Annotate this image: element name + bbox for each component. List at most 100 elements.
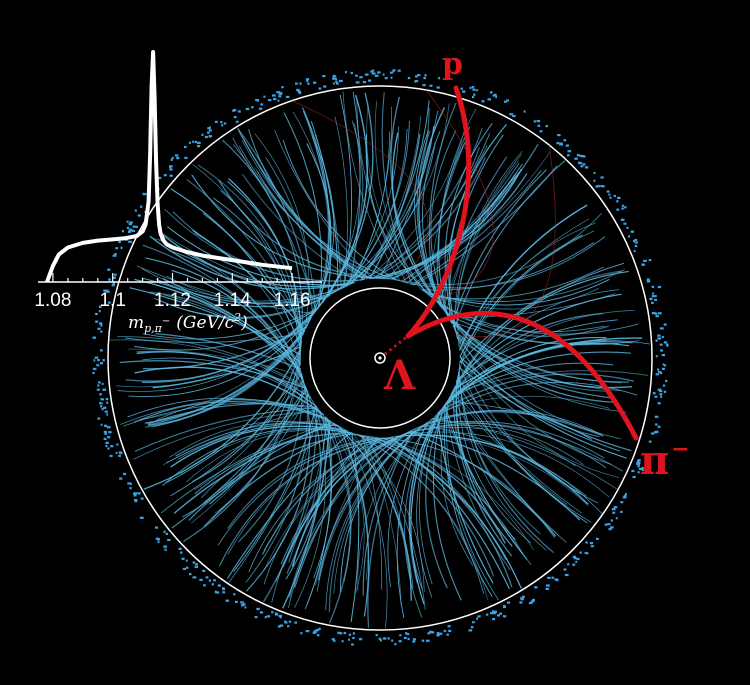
charged-track [408, 414, 437, 584]
detector-hit [184, 145, 187, 149]
detector-hit [631, 469, 635, 473]
detector-hit [128, 223, 132, 226]
detector-hit [378, 637, 382, 640]
detector-hit [637, 459, 641, 462]
detector-hit [661, 335, 664, 339]
detector-hit [657, 402, 661, 405]
detector-hit [539, 130, 543, 133]
charged-track [452, 390, 513, 557]
detector-hit [106, 401, 109, 404]
charged-track [459, 234, 583, 357]
detector-hit [621, 207, 624, 210]
detector-hit [221, 124, 224, 127]
detector-hit [546, 584, 550, 587]
charged-track [382, 173, 528, 279]
detector-hit [127, 482, 131, 485]
charged-track [336, 424, 412, 601]
detector-hit [554, 578, 558, 581]
detector-hit [578, 162, 583, 165]
detector-hit [589, 542, 594, 545]
detector-hit [502, 605, 506, 609]
charged-track [315, 405, 365, 593]
detector-hit [536, 120, 541, 123]
detector-hit [632, 239, 635, 243]
detector-hit [108, 431, 112, 434]
detector-hit [157, 176, 162, 180]
detector-hit [214, 120, 218, 123]
detector-hit [235, 600, 238, 603]
detector-hit [421, 639, 425, 642]
detector-hit [374, 74, 379, 77]
charged-track [456, 319, 618, 382]
detector-hit [112, 276, 116, 279]
detector-hit [307, 82, 310, 85]
detector-hit [103, 289, 106, 292]
detector-hit [119, 477, 123, 480]
charged-track [134, 366, 325, 416]
detector-hit [646, 280, 651, 283]
detector-hit [645, 454, 649, 457]
charged-track [136, 351, 317, 408]
detector-hit [590, 545, 594, 548]
detector-hit [279, 624, 284, 627]
detector-hit [133, 494, 137, 497]
charged-track [451, 321, 630, 383]
detector-hit [493, 612, 497, 615]
detector-hit [652, 392, 656, 395]
detector-hit [438, 77, 441, 80]
detector-hit [134, 209, 137, 212]
detector-hit [278, 95, 282, 98]
x-tick-label: 1.1 [99, 290, 125, 311]
detector-hit [359, 76, 363, 79]
detector-hit [384, 77, 388, 80]
detector-hit [427, 632, 431, 635]
charged-track [428, 420, 624, 472]
charged-track [449, 270, 622, 397]
charged-track [458, 361, 532, 544]
charged-track [452, 325, 600, 438]
detector-hit [106, 413, 109, 416]
detector-hit [613, 506, 618, 509]
detector-hit [423, 77, 426, 80]
charged-track [228, 411, 322, 583]
detector-hit [377, 71, 381, 74]
charged-track [245, 390, 308, 583]
detector-hit [646, 278, 650, 281]
detector-hit [112, 282, 115, 285]
detector-hit [659, 327, 664, 330]
detector-hit [412, 638, 416, 641]
detector-hit [100, 349, 103, 352]
detector-hit [633, 249, 636, 253]
charged-track [141, 315, 313, 384]
charged-track [366, 123, 467, 280]
charged-track [258, 165, 380, 279]
charged-track [428, 102, 457, 301]
detector-hit [585, 541, 588, 544]
detector-hit [222, 587, 225, 590]
detector-hit [492, 610, 496, 613]
charged-track [455, 331, 626, 413]
charged-track [445, 311, 605, 333]
detector-hit [367, 79, 371, 82]
detector-hit [194, 565, 198, 569]
detector-hit [222, 591, 226, 594]
detector-hit [121, 230, 124, 233]
charged-track [140, 332, 305, 420]
charged-track [302, 107, 330, 308]
charged-track [459, 365, 592, 523]
detector-hit [126, 220, 129, 223]
detector-hit [119, 452, 123, 455]
charged-track [149, 235, 356, 290]
detector-hit [195, 563, 198, 566]
lambda-flight-path [384, 334, 409, 356]
charged-track [344, 126, 399, 287]
detector-hit [95, 312, 98, 316]
detector-hit [602, 185, 605, 188]
detector-hit [129, 221, 133, 224]
charged-track [439, 395, 610, 412]
detector-hit [557, 134, 561, 137]
detector-hit [660, 349, 663, 352]
detector-hit [120, 246, 123, 249]
charged-track [128, 348, 303, 377]
detector-hit [336, 82, 339, 85]
